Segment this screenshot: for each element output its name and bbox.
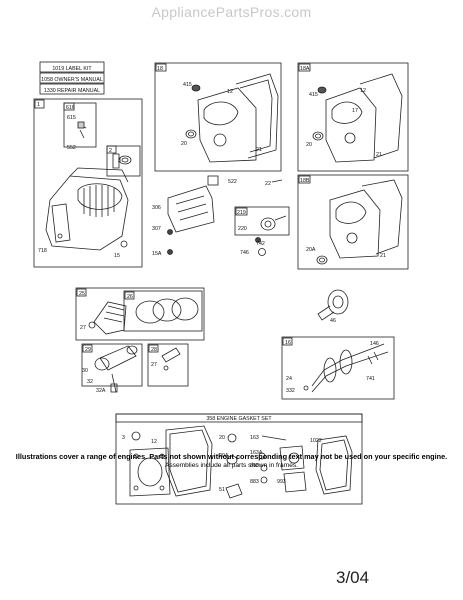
part-label: 22 [265,181,271,187]
part-label: 868 [250,463,259,469]
box-1-frame [33,98,143,268]
part-label: 307 [152,226,161,232]
part-label: 20 [181,141,187,147]
box-29-number: 29 [85,347,91,353]
part-label: 615 [67,115,76,121]
part-label: 332 [286,388,295,394]
box-616-frame [63,102,97,148]
part-label: 32 [87,379,93,385]
footer-subnote: Assemblies include all parts shown in fr… [164,462,299,469]
box-18-frame [154,62,282,172]
part-label: 415 [183,82,192,88]
box-26-number: 26 [127,294,133,300]
part-label: 20A [306,247,316,253]
part-label: 21 [380,253,386,259]
part-label: 51 [219,487,225,493]
part-label: 20 [306,142,312,148]
cylinder-block-drawing [45,121,132,251]
part-label: 46 [330,318,336,324]
part-label: 15A [152,251,162,257]
crankshaft-drawing [303,343,389,393]
part-label: 20A [219,453,229,459]
part-label: 1022 [310,438,322,444]
part-label: 552 [67,145,76,151]
part-label: 21 [376,152,382,158]
part-label: 415 [309,92,318,98]
crankcase-cover-18b-drawing [316,179,403,265]
part-label: 163 [250,435,259,441]
box-28-frame [147,343,189,387]
part-label: 163A [250,450,263,456]
part-label: 742 [256,241,265,247]
part-label: 993 [277,479,286,485]
box-26-frame [123,290,203,332]
crankcase-cover-18a-drawing [312,73,403,163]
box-219-number: 219 [237,210,246,216]
part-label: 220 [238,226,247,232]
part-label: 746 [240,250,249,256]
box-18b-frame [297,174,409,270]
manual-item: 1330 REPAIR MANUAL [44,88,100,94]
box-616-number: 616 [66,105,75,111]
camshaft-drawing [317,289,349,321]
part-label: 306 [152,205,161,211]
governor-parts-drawing [167,175,283,255]
part-label: 20 [219,435,225,441]
connecting-rod-drawing [94,345,138,393]
crankcase-cover-18-drawing [185,73,279,163]
box-28-number: 28 [151,347,157,353]
part-label: 30 [82,368,88,374]
box-25-number: 25 [79,291,85,297]
box-2-frame [106,145,141,177]
box-16-number: 16 [285,340,291,346]
site-watermark: AppliancePartsPros.com [151,4,312,20]
part-label: 27 [80,325,86,331]
part-label: 24 [286,376,292,382]
piston-ring-drawing [88,297,199,335]
part-label: 12 [360,88,366,94]
box-18b-number: 18B [300,178,310,184]
wrist-pin-drawing [161,347,181,371]
manual-item: 1058 OWNER'S MANUAL [41,77,103,83]
box-16-frame [281,336,395,400]
part-label: 17 [352,108,358,114]
part-label: 21 [256,147,262,153]
page-code: 3/04 [336,568,370,587]
box-219-frame [234,206,290,236]
gasket-set-drawing [129,425,353,499]
part-label: 12 [227,89,233,95]
part-label: 3 [122,435,125,441]
part-label: 27 [151,362,157,368]
box-18-number: 18 [157,66,163,72]
part-label: 32A [96,388,106,394]
box-18a-number: 18A [300,66,310,72]
box-29-frame [81,343,143,387]
part-label: 741 [366,376,375,382]
cam-gear-219-drawing [255,215,287,256]
box-2-number: 2 [109,148,112,154]
part-label: 12 [151,439,157,445]
box-358-title: 358 ENGINE GASKET SET [206,416,272,422]
manual-item: 1019 LABEL KIT [52,66,92,72]
part-label: 522 [228,179,237,185]
part-label: 146 [370,341,379,347]
part-label: 718 [38,248,47,254]
part-label: 15 [114,253,120,259]
box-18a-frame [297,62,409,172]
footer-note: Illustrations cover a range of engines. … [15,452,448,461]
part-label: 883 [250,479,259,485]
manual-box [39,61,105,95]
part-label: 3 [118,158,121,164]
box-1-number: 1 [37,102,40,108]
box-25-frame [75,287,205,341]
